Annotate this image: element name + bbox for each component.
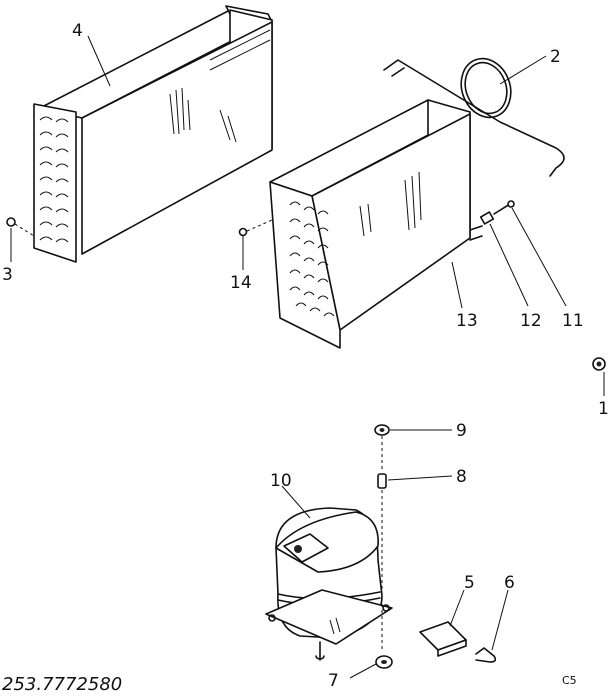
capillary-tube: [383, 57, 565, 177]
callout-7: 7: [328, 671, 339, 691]
callout-14: 14: [230, 273, 252, 293]
callout-9: 9: [456, 421, 467, 441]
callout-10: 10: [270, 471, 292, 491]
bracket-5: [419, 621, 467, 657]
part-number: 253.7772580: [2, 674, 122, 695]
grommet-7: [375, 655, 393, 669]
callout-13: 13: [456, 311, 478, 331]
callout-11: 11: [562, 311, 584, 331]
fitting-11: [493, 200, 515, 215]
compressor: [265, 507, 393, 661]
clip-6: [475, 647, 497, 663]
fitting-12: [479, 211, 495, 225]
grommet-9: [374, 424, 390, 436]
page-code: C5: [562, 674, 577, 687]
sleeve-8: [377, 473, 387, 489]
callout-6: 6: [504, 573, 515, 593]
condenser-coil: [269, 99, 483, 349]
leader-lines: [10, 35, 605, 679]
screw-14: [238, 219, 273, 237]
callout-1: 1: [598, 399, 608, 419]
callouts: 4 2 3 14 13 12 11 1 9 8 10 5 6 7: [2, 21, 608, 691]
callout-5: 5: [464, 573, 475, 593]
screw-3: [6, 217, 35, 237]
callout-4: 4: [72, 21, 83, 41]
callout-8: 8: [456, 467, 467, 487]
nut-1: [592, 357, 606, 371]
callout-12: 12: [520, 311, 542, 331]
evaporator-coil: [33, 5, 273, 263]
callout-2: 2: [550, 47, 561, 67]
callout-3: 3: [2, 265, 13, 285]
